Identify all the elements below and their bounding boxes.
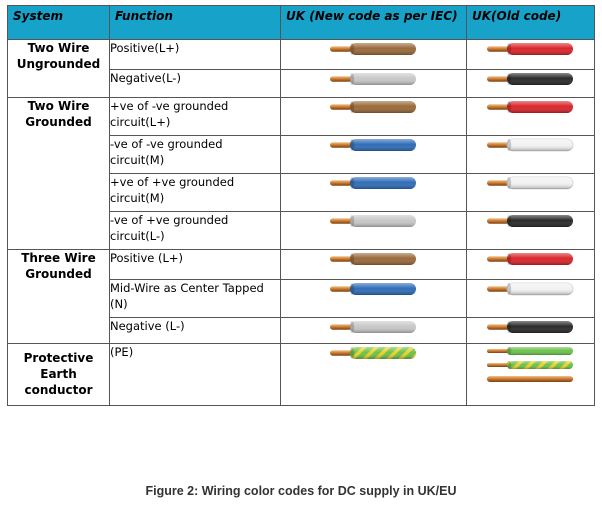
function-cell: Negative (L-): [109, 317, 281, 344]
grey-wire-icon: [329, 321, 416, 333]
new-code-cell: [280, 39, 467, 70]
function-cell: Positive(L+): [109, 39, 281, 70]
green-wire-icon: [486, 347, 573, 355]
red-wire-icon: [486, 101, 573, 113]
grey-wire-icon: [329, 73, 416, 85]
header-system: System: [7, 5, 110, 40]
green-yellow-wire-icon: [486, 361, 573, 369]
white-wire-icon: [486, 282, 573, 296]
function-cell: +ve of -ve grounded circuit(L+): [109, 97, 281, 136]
system-cell: Two Wire Ungrounded: [7, 39, 110, 98]
new-code-cell: [280, 97, 467, 136]
brown-wire-icon: [329, 253, 416, 265]
system-cell: Protective Earth conductor: [7, 343, 110, 406]
new-code-cell: [280, 279, 467, 318]
brown-wire-icon: [329, 43, 416, 55]
table-row: Two Wire Ungrounded Positive(L+): [7, 39, 595, 98]
function-cell: Mid-Wire as Center Tapped (N): [109, 279, 281, 318]
function-cell: Negative(L-): [109, 69, 281, 98]
white-wire-icon: [486, 176, 573, 190]
new-code-cell: [280, 135, 467, 174]
figure-caption: Figure 2: Wiring color codes for DC supp…: [145, 484, 457, 498]
wiring-color-table: System Function UK (New code as per IEC)…: [7, 5, 595, 406]
system-cell: Three Wire Grounded: [7, 249, 110, 344]
table-row: Mid-Wire as Center Tapped (N): [8, 279, 595, 318]
table-row: +ve of +ve grounded circuit(M): [8, 173, 595, 212]
function-cell: -ve of +ve grounded circuit(L-): [109, 211, 281, 250]
function-cell: -ve of -ve grounded circuit(M): [109, 135, 281, 174]
table-row: Negative(L-): [8, 69, 595, 98]
system-cell: Two Wire Grounded: [7, 97, 110, 250]
white-wire-icon: [486, 138, 573, 152]
black-wire-icon: [486, 321, 573, 333]
header-row: System Function UK (New code as per IEC)…: [7, 5, 595, 40]
table-row: Protective Earth conductor (PE): [7, 343, 595, 406]
old-code-cell: [466, 249, 595, 280]
header-function: Function: [109, 5, 281, 40]
blue-wire-icon: [329, 283, 416, 295]
new-code-cell: [280, 173, 467, 212]
old-code-cell: [466, 317, 595, 344]
table-row: Three Wire Grounded Positive (L+): [7, 249, 595, 344]
new-code-cell: [280, 317, 467, 344]
red-wire-icon: [486, 253, 573, 265]
table-row: Two Wire Grounded +ve of -ve grounded ci…: [7, 97, 595, 250]
header-uk-old: UK(Old code): [466, 5, 595, 40]
red-wire-icon: [486, 43, 573, 55]
function-cell: +ve of +ve grounded circuit(M): [109, 173, 281, 212]
old-code-cell: [466, 279, 595, 318]
old-code-cell: [466, 39, 595, 70]
new-code-cell: [280, 211, 467, 250]
old-code-cell: [466, 97, 595, 136]
blue-wire-icon: [329, 139, 416, 151]
black-wire-icon: [486, 73, 573, 85]
table-row: -ve of +ve grounded circuit(L-): [8, 211, 595, 250]
new-code-cell: [280, 343, 467, 406]
old-code-cell: [466, 135, 595, 174]
bare-copper-wire-icon: [486, 376, 573, 382]
table-row: -ve of -ve grounded circuit(M): [8, 135, 595, 174]
new-code-cell: [280, 69, 467, 98]
green-yellow-wire-icon: [329, 347, 416, 359]
function-cell: (PE): [109, 343, 281, 406]
black-wire-icon: [486, 215, 573, 227]
old-code-cell: [466, 69, 595, 98]
grey-wire-icon: [329, 215, 416, 227]
function-cell: Positive (L+): [109, 249, 281, 280]
header-uk-new: UK (New code as per IEC): [280, 5, 467, 40]
old-code-cell: [466, 173, 595, 212]
old-code-cell: [466, 211, 595, 250]
new-code-cell: [280, 249, 467, 280]
blue-wire-icon: [329, 177, 416, 189]
brown-wire-icon: [329, 101, 416, 113]
old-code-cell: [466, 343, 595, 406]
